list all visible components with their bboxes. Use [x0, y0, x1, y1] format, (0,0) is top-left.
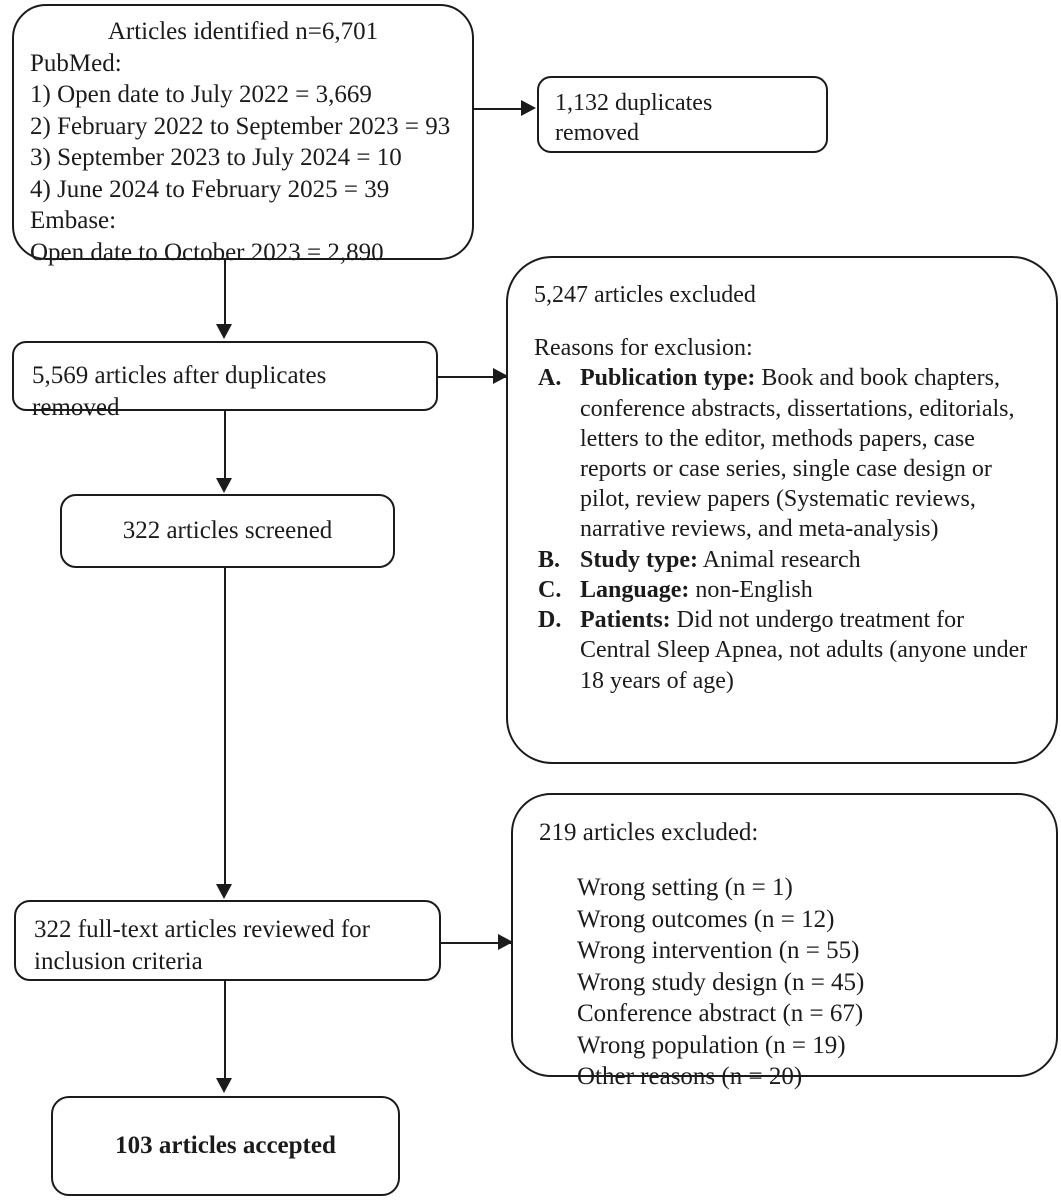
list-item: Conference abstract (n = 67)	[577, 1000, 864, 1028]
identified-pubmed-line-1: 1) Open date to July 2022 = 3,669	[30, 81, 372, 108]
identified-source-pubmed-label: PubMed:	[30, 49, 122, 77]
duplicates-line-1: 1,132 duplicates	[555, 90, 713, 116]
node-excluded-at-fulltext: 219 articles excluded: Wrong setting (n …	[511, 793, 1058, 1090]
reason-marker-c: C.	[538, 576, 562, 603]
connector-fulltext-to-excluded	[441, 942, 513, 944]
node-duplicates-removed: 1,132 duplicates removed	[537, 76, 828, 153]
accepted-label: 103 articles accepted	[115, 1132, 336, 1160]
arrowhead-to-excluded-fulltext	[498, 934, 513, 950]
excluded-fulltext-reason-list: Wrong setting (n = 1) Wrong outcomes (n …	[539, 872, 1032, 1093]
connector-fulltext-to-accepted	[224, 981, 226, 1079]
reason-category-b: Study type:	[580, 546, 699, 573]
list-item: Wrong study design (n = 45)	[577, 968, 865, 996]
reason-detail-b: Animal research	[698, 546, 861, 573]
connector-identified-to-duplicates	[473, 108, 522, 110]
arrowhead-to-screened	[216, 478, 232, 493]
node-after-duplicates-removed: 5,569 articles after duplicates removed	[12, 341, 438, 421]
duplicates-line-2: removed	[555, 120, 639, 147]
excluded-screening-count: 5,247 articles excluded	[534, 282, 756, 308]
identified-heading: Articles identified n=6,701	[107, 18, 379, 45]
list-item: Other reasons (n = 20)	[577, 1063, 803, 1091]
list-item: B. Study type: Animal research	[534, 545, 1032, 575]
node-articles-screened: 322 articles screened	[60, 494, 395, 568]
list-item: A. Publication type: Book and book chapte…	[534, 363, 1032, 544]
node-articles-identified: Articles identified n=6,701 PubMed: 1) O…	[12, 4, 474, 266]
reason-category-c: Language:	[580, 576, 690, 603]
list-item: Wrong intervention (n = 55)	[577, 937, 860, 965]
excluded-screening-spacer	[534, 310, 1032, 333]
list-item: C. Language: non-English	[534, 575, 1032, 605]
arrowhead-to-after-duplicates	[216, 324, 232, 339]
excluded-fulltext-count: 219 articles excluded:	[539, 819, 759, 846]
node-articles-accepted: 103 articles accepted	[51, 1096, 400, 1196]
reason-marker-d: D.	[538, 607, 562, 634]
node-excluded-at-screening: 5,247 articles excluded Reasons for excl…	[506, 256, 1058, 764]
fulltext-line-2: inclusion criteria	[34, 947, 203, 975]
excluded-screening-reason-list: A. Publication type: Book and book chapte…	[534, 363, 1032, 696]
connector-after-duplicates-to-screened	[224, 411, 226, 479]
node-fulltext-reviewed: 322 full-text articles reviewed for incl…	[14, 900, 441, 981]
reason-marker-a: A.	[538, 365, 562, 392]
reason-detail-d: Did not undergo treatment for Central Sl…	[580, 607, 1028, 694]
connector-screened-to-fulltext	[224, 568, 226, 885]
list-item: Wrong setting (n = 1)	[577, 874, 793, 902]
arrowhead-to-accepted	[216, 1078, 232, 1093]
list-item: Wrong outcomes (n = 12)	[577, 905, 835, 933]
identified-pubmed-line-4: 4) June 2024 to February 2025 = 39	[30, 175, 390, 203]
reason-category-d: Patients:	[580, 607, 671, 634]
identified-pubmed-line-3: 3) September 2023 to July 2024 = 10	[30, 144, 402, 171]
reason-detail-a: Book and book chapters, conference abstr…	[580, 365, 1015, 543]
fulltext-line-1: 322 full-text articles reviewed for	[34, 916, 370, 943]
reason-detail-c: non-English	[689, 576, 813, 603]
connector-after-duplicates-to-excluded	[438, 376, 508, 378]
identified-pubmed-line-2: 2) February 2022 to September 2023 = 93	[30, 112, 451, 140]
identified-source-embase-label: Embase:	[30, 207, 117, 234]
arrowhead-to-fulltext	[216, 884, 232, 899]
excluded-fulltext-spacer	[539, 849, 1032, 873]
list-item: D. Patients: Did not undergo treatment fo…	[534, 605, 1032, 696]
list-item: Wrong population (n = 19)	[577, 1031, 846, 1059]
screened-label: 322 articles screened	[122, 517, 333, 545]
reason-category-a: Publication type:	[580, 365, 756, 392]
identified-embase-line: Open date to October 2023 = 2,890	[30, 238, 384, 266]
arrowhead-to-duplicates	[521, 100, 536, 116]
connector-identified-to-after-duplicates	[224, 260, 226, 326]
arrowhead-to-excluded-screening	[493, 368, 508, 384]
after-duplicates-label: 5,569 articles after duplicates removed	[32, 362, 333, 421]
excluded-screening-reasons-heading: Reasons for exclusion:	[534, 335, 753, 362]
reason-marker-b: B.	[538, 546, 561, 573]
